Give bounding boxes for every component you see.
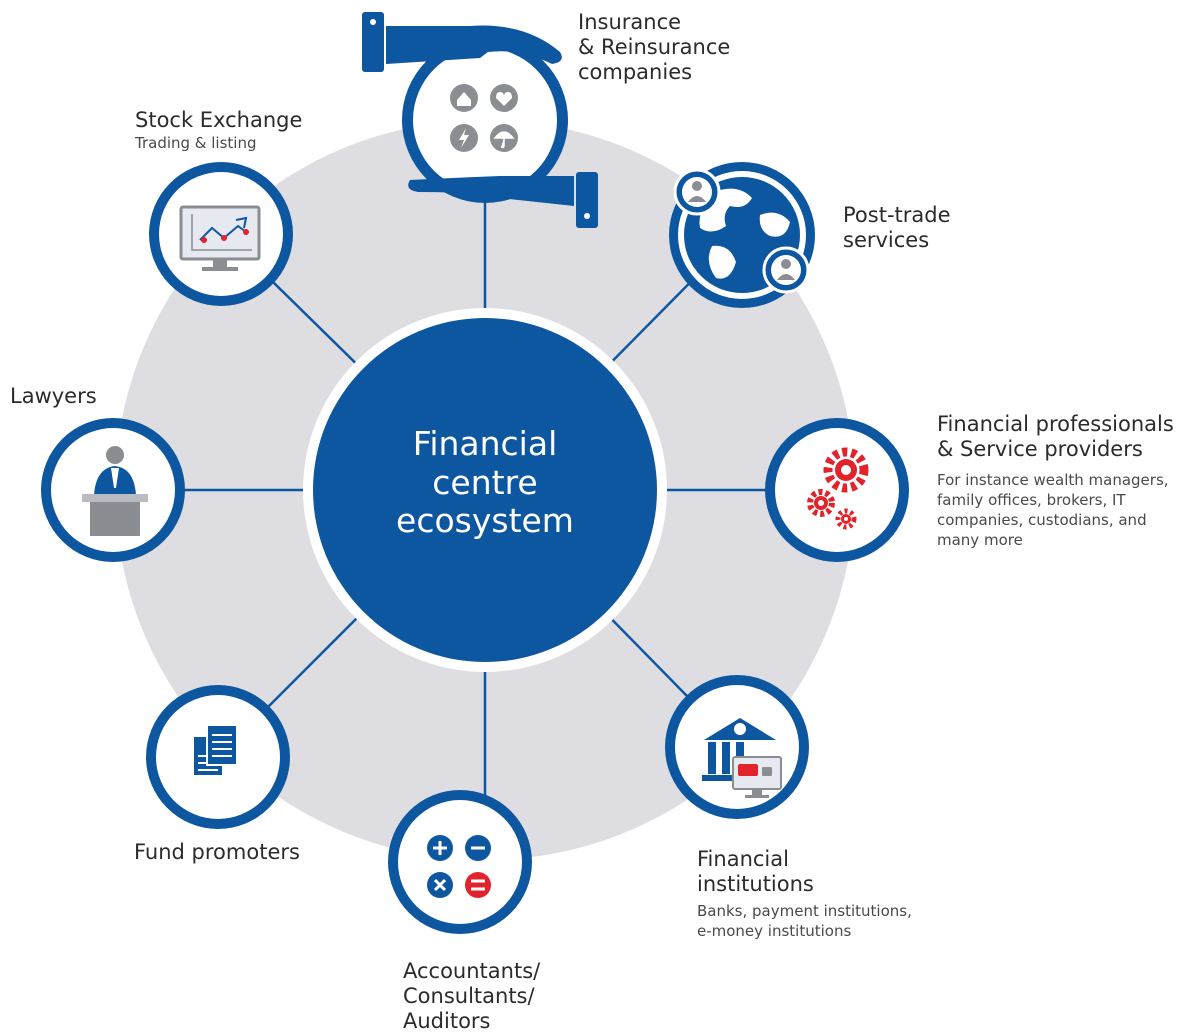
lawyer-desk-icon [82, 446, 148, 536]
label-fund-promoters: Fund promoters [134, 840, 300, 865]
label-accountants: Accountants/ Consultants/ Auditors [403, 959, 540, 1033]
financial-professionals-title-2: & Service providers [937, 436, 1143, 461]
post-trade-title-2: services [843, 227, 930, 252]
center-title-line-1: Financial [412, 424, 558, 463]
label-lawyers: Lawyers [10, 384, 97, 409]
accountants-title-2: Consultants/ [403, 983, 535, 1008]
stock-exchange-title-1: Stock Exchange [135, 108, 303, 132]
accountants-title-3: Auditors [403, 1008, 491, 1033]
accountants-node [388, 790, 532, 934]
lawyers-title-1: Lawyers [10, 384, 97, 408]
insurance-title-1: Insurance [578, 10, 682, 34]
bank-card-icon [702, 718, 782, 798]
label-stock-exchange: Stock Exchange Trading & listing [135, 108, 302, 153]
accountants-inner [398, 800, 522, 924]
insurance-inner [413, 48, 557, 192]
financial-professionals-sub-2: family offices, brokers, IT [937, 490, 1126, 509]
financial-institutions-node [665, 675, 809, 819]
financial-professionals-inner [775, 428, 899, 552]
financial-professionals-sub-3: companies, custodians, and [937, 511, 1147, 530]
label-post-trade: Post-trade services [843, 203, 951, 253]
fund-promoters-title-1: Fund promoters [134, 840, 300, 864]
label-financial-institutions: Financial institutions Banks, payment in… [697, 847, 912, 941]
gears-icon [807, 447, 869, 530]
label-insurance: Insurance & Reinsurance companies [578, 10, 730, 84]
post-trade-title-1: Post-trade [843, 203, 951, 227]
stock-exchange-node [149, 162, 293, 306]
fund-promoters-node [146, 685, 290, 829]
post-trade-node [669, 162, 815, 308]
hands-shield-icon [362, 12, 598, 228]
monitor-chart-icon [179, 205, 261, 271]
documents-icon [194, 724, 238, 775]
financial-institutions-sub-1: Banks, payment institutions, [697, 901, 912, 920]
financial-institutions-title-1: Financial [697, 847, 789, 871]
financial-institutions-sub-2: e-money institutions [697, 921, 852, 940]
financial-professionals-title-1: Financial professionals [937, 412, 1174, 436]
center-title: Financial centre ecosystem [330, 424, 640, 541]
calculator-symbols-icon [427, 835, 491, 898]
insurance-title-2: & Reinsurance [578, 34, 731, 59]
insurance-node [362, 12, 598, 228]
insurance-title-3: companies [578, 59, 693, 84]
financial-professionals-node [765, 418, 909, 562]
accountants-title-1: Accountants/ [403, 959, 541, 983]
lawyers-node [41, 418, 185, 562]
center-title-line-2: centre [432, 462, 538, 502]
center-title-line-3: ecosystem [396, 501, 574, 541]
globe-people-icon [673, 168, 810, 294]
stock-exchange-sub-1: Trading & listing [135, 133, 257, 152]
financial-professionals-sub-1: For instance wealth managers, [937, 470, 1169, 489]
label-financial-professionals: Financial professionals & Service provid… [937, 412, 1195, 551]
financial-professionals-sub-4: many more [937, 531, 1023, 550]
center-disc [313, 318, 657, 662]
financial-institutions-title-2: institutions [697, 871, 814, 896]
